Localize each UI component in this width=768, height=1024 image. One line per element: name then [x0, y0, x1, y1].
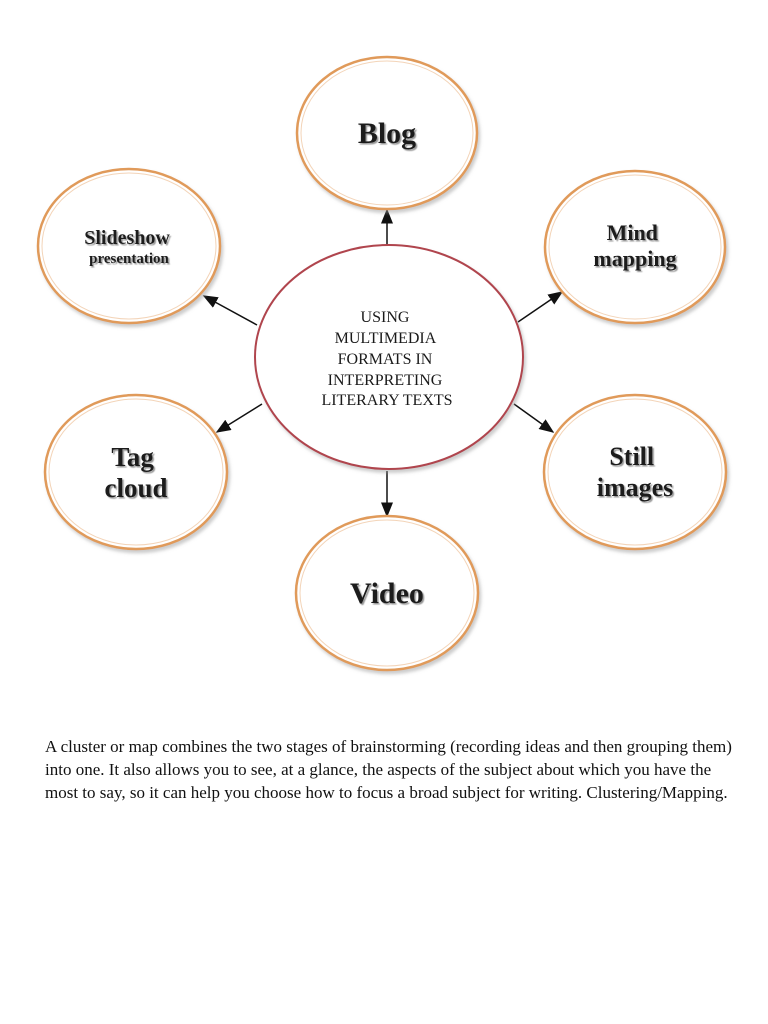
node-slideshow-label-line1: Slideshow: [84, 227, 170, 249]
center-label-line5: LITERARY TEXTS: [321, 392, 452, 409]
node-still-images: [542, 393, 728, 551]
svg-text:Still images: Still images: [597, 442, 674, 502]
node-video: [294, 514, 480, 672]
arrow-to-still-images: [513, 403, 555, 433]
svg-text:Video: Video: [350, 577, 424, 610]
center-node: [254, 244, 524, 470]
node-mind-mapping: [543, 169, 727, 325]
node-slideshow: [36, 167, 222, 325]
svg-text:Mind mapping: Mind mapping: [593, 220, 676, 271]
cluster-diagram: Blog Slideshow presentation Mind mapping…: [36, 55, 728, 672]
svg-text:Slideshow presentation: Slideshow presentation: [84, 227, 174, 267]
center-label-line1: USING: [361, 309, 410, 326]
svg-text:Blog: Blog: [358, 117, 416, 150]
node-tag-cloud-label-line1: Tag: [111, 442, 154, 472]
svg-text:Tag cloud: Tag cloud: [104, 442, 167, 503]
node-video-label: Video: [350, 577, 424, 610]
node-still-images-label-line2: images: [597, 473, 674, 502]
node-slideshow-label-line2: presentation: [89, 251, 169, 267]
arrow-to-tag-cloud: [215, 403, 263, 433]
node-blog: [295, 55, 479, 211]
node-tag-cloud: [43, 393, 229, 551]
node-tag-cloud-label-line2: cloud: [104, 473, 167, 503]
node-mind-mapping-label-line1: Mind: [607, 220, 658, 245]
center-label-line3: FORMATS IN: [338, 351, 433, 368]
svg-text:USING MULTIMEDIA FORMA: USING MULTIMEDIA FORMATS IN INTERPRETING…: [321, 309, 452, 409]
center-label-line4: INTERPRETING: [328, 372, 443, 389]
center-label-line2: MULTIMEDIA: [335, 330, 437, 347]
node-mind-mapping-label-line2: mapping: [593, 246, 676, 271]
node-blog-label: Blog: [358, 117, 416, 150]
caption-paragraph: A cluster or map combines the two stages…: [45, 737, 732, 802]
arrow-to-mind-mapping: [517, 291, 564, 323]
node-still-images-label-line1: Still: [609, 442, 654, 471]
arrow-to-slideshow: [202, 295, 258, 326]
